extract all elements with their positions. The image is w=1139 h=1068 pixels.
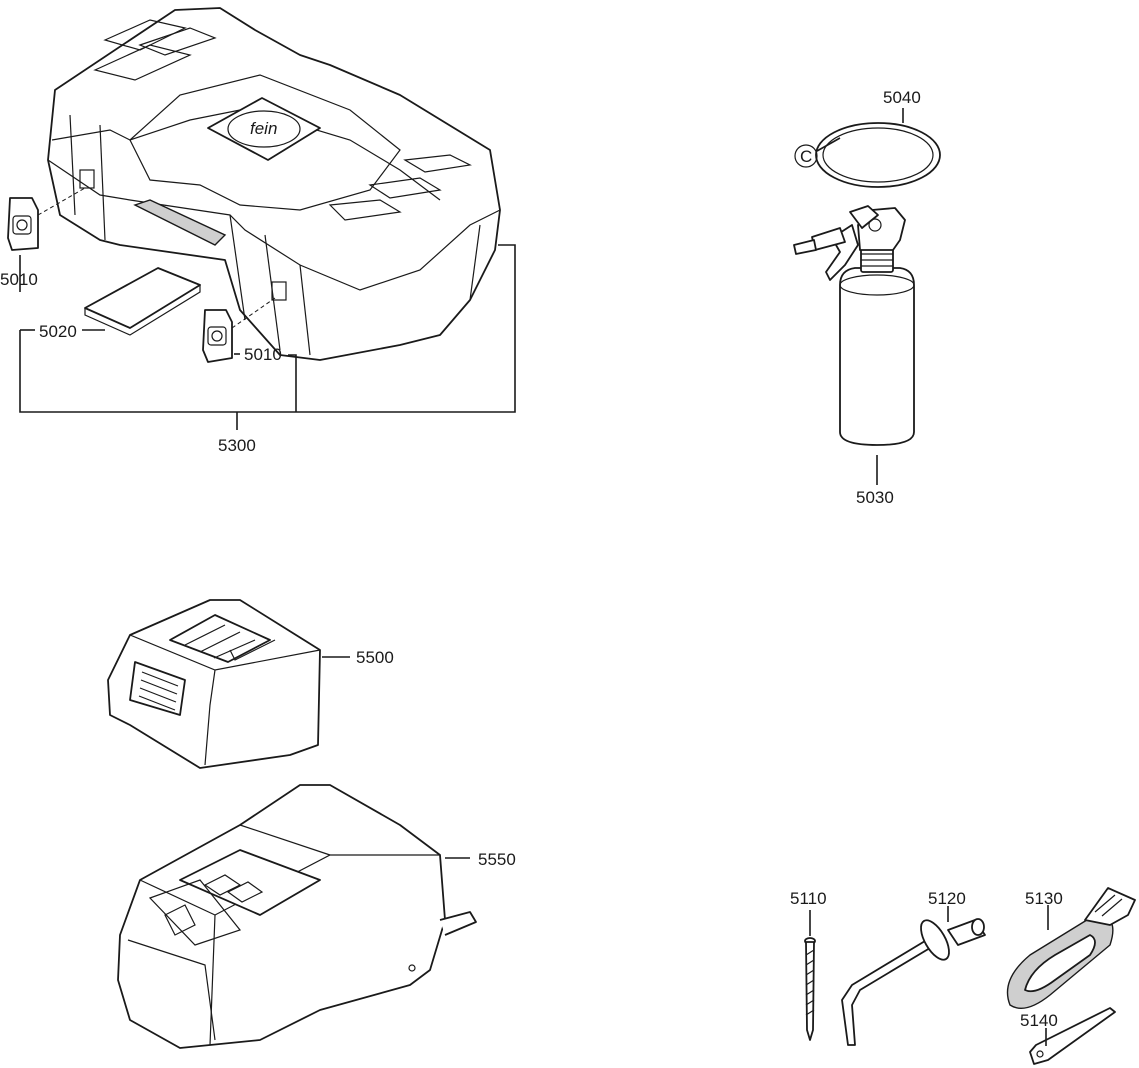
insert-card — [84, 267, 201, 336]
label-ring: 5040 — [883, 88, 921, 107]
label-battery: 5500 — [356, 648, 394, 667]
case-bracket-lines — [19, 244, 516, 430]
label-latch-left: 5010 — [0, 270, 38, 289]
anvil-tool — [841, 906, 986, 1046]
strap — [1006, 887, 1136, 1009]
label-strap: 5130 — [1025, 889, 1063, 908]
brand-logo: fein — [207, 97, 321, 161]
label-charger: 5550 — [478, 850, 516, 869]
label-case: 5300 — [218, 436, 256, 455]
label-insert-card: 5020 — [39, 322, 77, 341]
battery-pack — [107, 599, 350, 769]
pin — [804, 910, 816, 1041]
label-latch-right: 5010 — [244, 345, 282, 364]
o-ring: C — [794, 108, 941, 188]
key-tool — [1029, 1007, 1116, 1065]
carry-case: fein — [47, 7, 501, 361]
latch-right — [202, 297, 276, 363]
label-anvil: 5120 — [928, 889, 966, 908]
spray-bottle — [793, 205, 915, 485]
ring-tag: C — [800, 147, 812, 166]
label-spray-bottle: 5030 — [856, 488, 894, 507]
ring-tag-circle — [794, 144, 818, 168]
label-key: 5140 — [1020, 1011, 1058, 1030]
latch-left — [7, 187, 86, 251]
charger — [117, 784, 477, 1049]
label-pin: 5110 — [790, 889, 827, 908]
logo-text: fein — [250, 119, 277, 138]
